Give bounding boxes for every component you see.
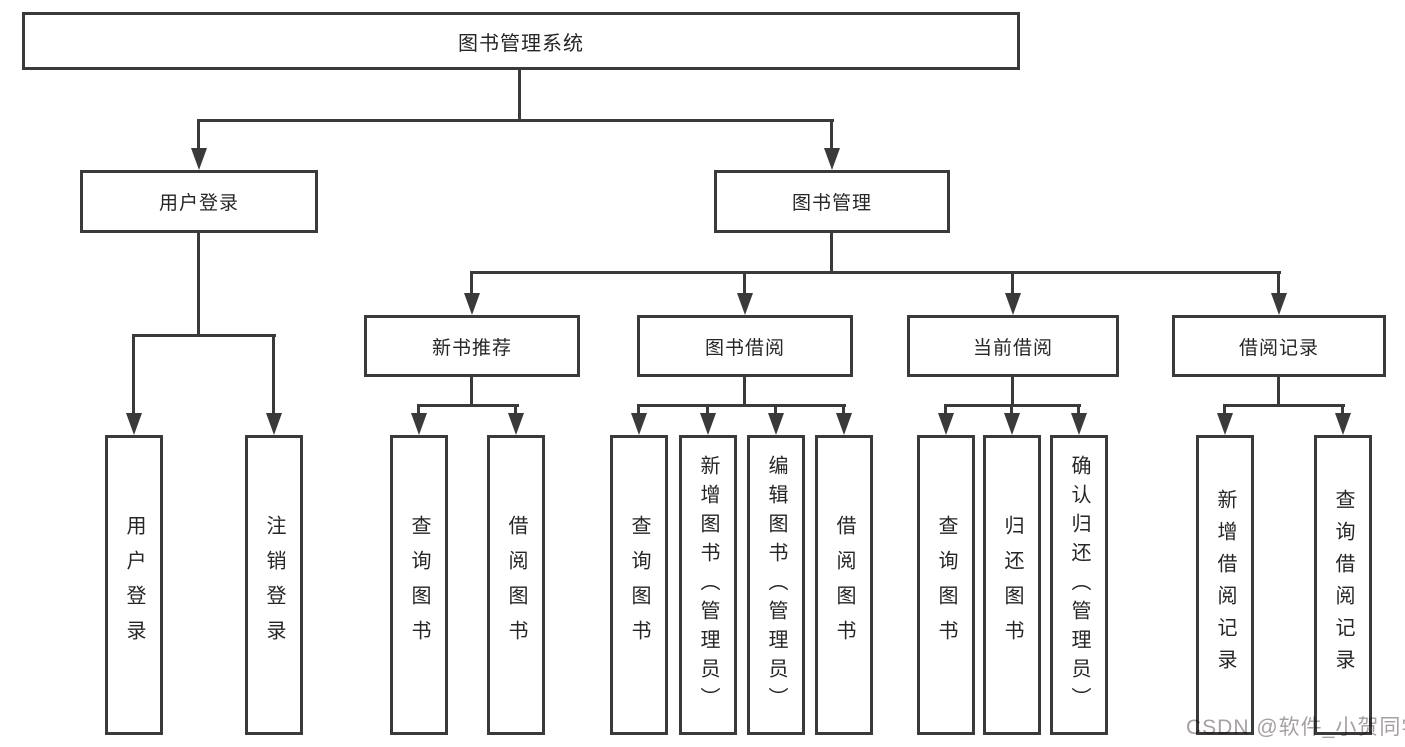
- connector-arrow: [1071, 413, 1087, 435]
- connector-arrow: [411, 413, 427, 435]
- node-current-borrow: 当前借阅: [907, 315, 1119, 377]
- connector-line: [830, 232, 833, 273]
- node-label: 图书管理: [791, 193, 872, 214]
- connector-line: [132, 334, 276, 337]
- connector-line: [1223, 404, 1226, 416]
- node-book-borrow: 图书借阅: [637, 315, 853, 377]
- connector-line: [743, 271, 746, 297]
- connector-line: [1277, 376, 1280, 406]
- connector-arrow: [508, 413, 524, 435]
- leaf-add-borrow-record: 新增借阅记录: [1196, 435, 1254, 735]
- connector-arrow: [126, 413, 142, 435]
- connector-line: [470, 271, 473, 297]
- node-label: 注销登录: [263, 515, 285, 655]
- node-label: 新书推荐: [431, 337, 512, 359]
- connector-arrow: [768, 413, 784, 435]
- connector-line: [637, 404, 846, 407]
- connector-line: [842, 404, 845, 416]
- leaf-borrow-books: 借阅图书: [815, 435, 873, 735]
- connector-arrow: [631, 413, 647, 435]
- node-label: 查询图书: [628, 515, 650, 655]
- connector-line: [197, 119, 834, 122]
- connector-arrow: [1271, 293, 1287, 315]
- connector-line: [197, 232, 200, 336]
- watermark: CSDN @软件_小贺同学: [1186, 716, 1405, 739]
- connector-line: [197, 119, 200, 151]
- connector-arrow: [464, 293, 480, 315]
- connector-line: [706, 404, 709, 416]
- connector-line: [1277, 271, 1280, 297]
- connector-line: [470, 271, 1281, 274]
- node-new-book-recommend: 新书推荐: [364, 315, 580, 377]
- connector-arrow: [266, 413, 282, 435]
- connector-arrow: [1217, 413, 1233, 435]
- node-label: 编辑图书（管理员）: [765, 454, 787, 716]
- connector-line: [743, 376, 746, 406]
- connector-line: [417, 404, 420, 416]
- connector-line: [637, 404, 640, 416]
- node-label: 用户登录: [123, 515, 145, 655]
- connector-line: [518, 68, 521, 121]
- leaf-user-login: 用户登录: [105, 435, 163, 735]
- node-label: 借阅图书: [833, 515, 855, 655]
- connector-arrow: [737, 293, 753, 315]
- connector-line: [1010, 404, 1013, 416]
- connector-line: [774, 404, 777, 416]
- leaf-query-books-borrow: 查询图书: [610, 435, 668, 735]
- connector-line: [514, 404, 517, 416]
- leaf-add-books-admin: 新增图书（管理员）: [679, 435, 737, 735]
- connector-line: [132, 334, 135, 416]
- node-label: 新增借阅记录: [1214, 489, 1236, 681]
- node-book-management: 图书管理: [714, 170, 950, 233]
- node-book-management-system: 图书管理系统: [22, 12, 1020, 70]
- connector-line: [1011, 376, 1014, 406]
- node-label: 图书借阅: [704, 337, 785, 359]
- connector-line: [1011, 271, 1014, 297]
- leaf-query-books-recommend: 查询图书: [390, 435, 448, 735]
- connector-line: [830, 119, 833, 151]
- connector-arrow: [824, 148, 840, 170]
- leaf-edit-books-admin: 编辑图书（管理员）: [747, 435, 805, 735]
- connector-line: [417, 404, 519, 407]
- node-user-login: 用户登录: [80, 170, 318, 233]
- leaf-logout: 注销登录: [245, 435, 303, 735]
- connector-arrow: [700, 413, 716, 435]
- connector-arrow: [191, 148, 207, 170]
- node-label: 查询借阅记录: [1332, 489, 1354, 681]
- connector-line: [944, 404, 947, 416]
- connector-line: [470, 376, 473, 406]
- leaf-query-borrow-record: 查询借阅记录: [1314, 435, 1372, 735]
- node-label: 新增图书（管理员）: [697, 454, 719, 716]
- connector-arrow: [1005, 293, 1021, 315]
- node-label: 借阅图书: [505, 515, 527, 655]
- node-borrow-records: 借阅记录: [1172, 315, 1386, 377]
- node-label: 当前借阅: [972, 337, 1053, 359]
- connector-arrow: [938, 413, 954, 435]
- connector-arrow: [1004, 413, 1020, 435]
- node-label: 用户登录: [158, 193, 239, 214]
- node-label: 查询图书: [935, 515, 957, 655]
- leaf-confirm-return-admin: 确认归还（管理员）: [1050, 435, 1108, 735]
- leaf-query-books-current: 查询图书: [917, 435, 975, 735]
- connector-arrow: [1335, 413, 1351, 435]
- leaf-borrow-books-recommend: 借阅图书: [487, 435, 545, 735]
- node-label: 查询图书: [408, 515, 430, 655]
- connector-arrow: [836, 413, 852, 435]
- connector-line: [1341, 404, 1344, 416]
- node-label: 图书管理系统: [458, 32, 584, 55]
- connector-line: [1077, 404, 1080, 416]
- node-label: 借阅记录: [1238, 337, 1319, 359]
- node-label: 确认归还（管理员）: [1068, 454, 1090, 716]
- connector-line: [272, 334, 275, 416]
- leaf-return-books: 归还图书: [983, 435, 1041, 735]
- connector-line: [1223, 404, 1345, 407]
- node-label: 归还图书: [1001, 515, 1023, 655]
